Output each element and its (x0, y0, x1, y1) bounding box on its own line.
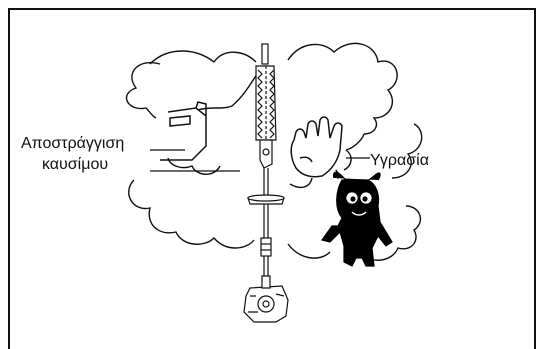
hedge-trimmer-icon (244, 44, 288, 322)
moisture-label: Υγρασία (370, 151, 429, 170)
hand-icon (291, 117, 342, 177)
fuel-drain-label-line2: καυσίμου (42, 155, 108, 174)
moisture-creature-icon (322, 170, 392, 266)
fuel-can-icon (160, 102, 206, 160)
fuel-drain-label-line1: Αποστράγγιση (21, 134, 124, 153)
